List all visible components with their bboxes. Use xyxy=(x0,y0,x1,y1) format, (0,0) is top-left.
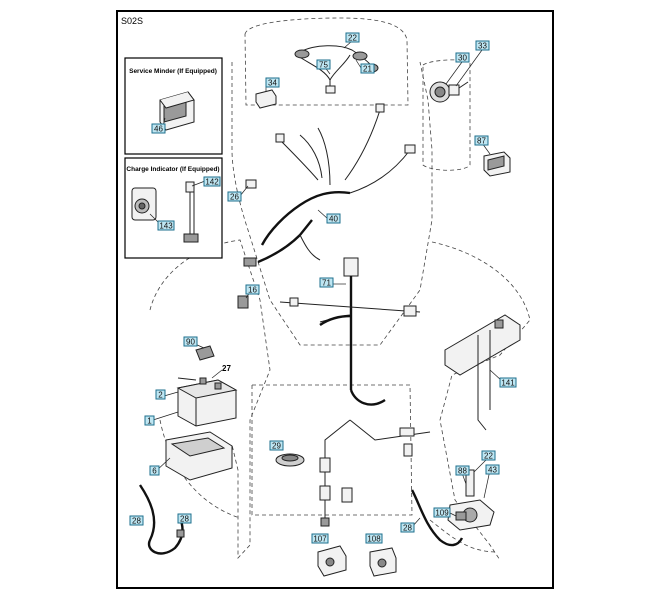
svg-text:43: 43 xyxy=(488,466,497,475)
svg-text:30: 30 xyxy=(458,54,467,63)
svg-text:87: 87 xyxy=(477,137,486,146)
svg-text:21: 21 xyxy=(363,65,372,74)
callout-87: 87 xyxy=(474,135,489,146)
callout-90: 90 xyxy=(183,336,198,347)
part-34-relay xyxy=(255,89,277,109)
callout-2: 2 xyxy=(155,389,166,400)
callout-141: 141 xyxy=(499,377,517,388)
right-fender-region xyxy=(431,241,531,561)
svg-text:26: 26 xyxy=(230,193,239,202)
svg-text:1: 1 xyxy=(147,417,152,426)
svg-text:141: 141 xyxy=(501,379,515,388)
inset-service-minder-title: Service Minder (If Equipped) xyxy=(129,68,217,75)
part-109-switch xyxy=(455,511,467,521)
hood-region xyxy=(244,17,409,106)
callout-28-right: 28 xyxy=(400,522,415,533)
svg-text:75: 75 xyxy=(319,61,328,70)
lower-right-region xyxy=(429,519,499,553)
callout-71: 71 xyxy=(319,277,334,288)
svg-text:29: 29 xyxy=(272,442,281,451)
callout-33: 33 xyxy=(475,40,490,51)
part-16-connector xyxy=(237,295,249,309)
part-29-sensor xyxy=(275,453,305,467)
svg-text:108: 108 xyxy=(367,535,381,544)
callout-21: 21 xyxy=(360,63,375,74)
svg-text:22: 22 xyxy=(484,452,493,461)
callout-16: 16 xyxy=(245,284,260,295)
part-141-housing xyxy=(444,314,521,431)
svg-text:28: 28 xyxy=(403,524,412,533)
callout-143: 143 xyxy=(157,220,175,231)
battery-tray xyxy=(165,431,233,481)
right-pod-region xyxy=(422,59,471,171)
part-107-switch xyxy=(317,545,347,577)
callout-75: 75 xyxy=(316,59,331,70)
callout-43: 43 xyxy=(485,464,500,475)
part-108-switch xyxy=(369,547,397,577)
callout-28-left: 28 xyxy=(129,515,144,526)
service-minder-part xyxy=(159,91,195,131)
battery xyxy=(176,377,238,427)
callout-6: 6 xyxy=(149,465,160,476)
part-87-module xyxy=(483,151,511,177)
callout-108: 108 xyxy=(365,533,383,544)
left-fender-region xyxy=(149,239,271,560)
callout-26: 26 xyxy=(227,191,242,202)
lower-harness xyxy=(319,419,431,527)
cable-terminal xyxy=(176,529,185,538)
lower-left-region xyxy=(159,419,241,519)
part-30-ignition-switch xyxy=(429,81,469,103)
svg-text:28: 28 xyxy=(132,517,141,526)
svg-text:142: 142 xyxy=(205,178,219,187)
callout-46: 46 xyxy=(151,123,166,134)
charge-indicator-harness xyxy=(183,181,199,243)
callout-88: 88 xyxy=(455,465,470,476)
svg-text:33: 33 xyxy=(478,42,487,51)
callout-109: 109 xyxy=(433,507,451,518)
svg-text:46: 46 xyxy=(154,125,163,134)
callout-34: 34 xyxy=(265,77,280,88)
svg-text:40: 40 xyxy=(329,215,338,224)
svg-text:28: 28 xyxy=(180,515,189,524)
right-lower-cable xyxy=(410,489,464,547)
svg-text:6: 6 xyxy=(152,467,157,476)
svg-text:22: 22 xyxy=(348,34,357,43)
svg-text:34: 34 xyxy=(268,79,277,88)
diagram-code: S02S xyxy=(121,16,143,26)
charge-indicator-gauge xyxy=(131,187,157,221)
callout-1: 1 xyxy=(144,415,155,426)
center-harness xyxy=(279,257,421,406)
callout-29: 29 xyxy=(269,440,284,451)
callout-27: 27 xyxy=(222,364,231,373)
main-wiring-harness xyxy=(243,103,416,267)
svg-text:90: 90 xyxy=(186,338,195,347)
callout-142: 142 xyxy=(203,176,221,187)
inset-service-minder xyxy=(124,57,223,155)
lower-deck-region xyxy=(251,384,413,516)
part-90-clip xyxy=(195,345,215,361)
svg-text:88: 88 xyxy=(458,467,467,476)
svg-text:107: 107 xyxy=(313,535,327,544)
inset-charge-indicator-title: Charge Indicator (If Equipped) xyxy=(126,166,219,173)
callout-40: 40 xyxy=(326,213,341,224)
callout-22-top: 22 xyxy=(345,32,360,43)
callout-107: 107 xyxy=(311,533,329,544)
body-region xyxy=(231,61,433,346)
svg-text:2: 2 xyxy=(158,391,163,400)
svg-text:16: 16 xyxy=(248,286,257,295)
callout-28-mid: 28 xyxy=(177,513,192,524)
svg-text:109: 109 xyxy=(435,509,449,518)
svg-text:143: 143 xyxy=(159,222,173,231)
callout-22-lower: 22 xyxy=(481,450,496,461)
callout-30: 30 xyxy=(455,52,470,63)
svg-text:71: 71 xyxy=(322,279,331,288)
starter-solenoid xyxy=(447,469,495,531)
